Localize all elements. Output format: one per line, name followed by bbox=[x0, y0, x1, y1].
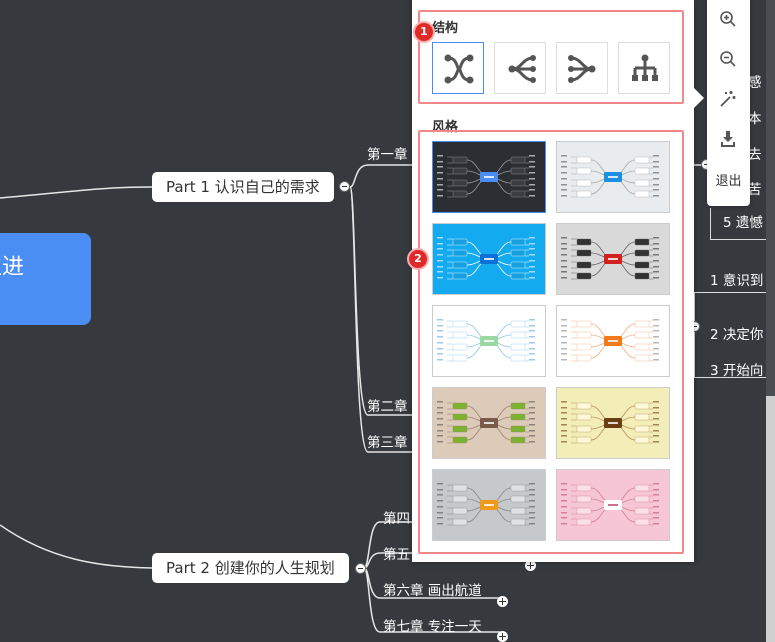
org-chart-structure-icon bbox=[632, 54, 658, 81]
style-theme-preview bbox=[437, 155, 535, 198]
vertical-scroll-track[interactable] bbox=[766, 0, 775, 642]
right-item-1[interactable]: 感 bbox=[748, 75, 762, 91]
zoom-out-icon bbox=[720, 51, 736, 67]
right-item-6[interactable]: 1 意识到 bbox=[710, 273, 764, 289]
chapter-6-expand-button[interactable] bbox=[497, 596, 508, 607]
download-icon bbox=[721, 131, 735, 147]
left-logic-structure-icon bbox=[508, 55, 536, 83]
style-theme-preview bbox=[561, 237, 659, 280]
central-topic-label: 位进 bbox=[0, 255, 25, 280]
part1-collapse-button[interactable] bbox=[339, 181, 350, 192]
zoom-out-button[interactable] bbox=[715, 46, 741, 72]
chapter-6-node[interactable]: 第六章 画出航道 bbox=[383, 583, 482, 599]
zoom-in-icon bbox=[720, 11, 736, 27]
part1-node[interactable]: Part 1 认识自己的需求 bbox=[152, 172, 334, 202]
panel-pointer-arrow bbox=[694, 88, 704, 108]
right-logic-structure-icon bbox=[568, 55, 596, 83]
magic-wand-button[interactable] bbox=[715, 86, 741, 112]
right-item-8[interactable]: 3 开始向 bbox=[710, 363, 764, 379]
download-button[interactable] bbox=[715, 126, 741, 152]
exit-button[interactable]: 退出 bbox=[715, 174, 742, 189]
style-theme-preview bbox=[561, 401, 659, 444]
vertical-scrollbar-thumb[interactable] bbox=[766, 396, 775, 642]
style-theme-1[interactable] bbox=[432, 141, 546, 213]
style-theme-preview bbox=[561, 155, 659, 198]
right-logic-structure-button[interactable] bbox=[556, 42, 608, 94]
mind-map-structure-button[interactable] bbox=[432, 42, 484, 94]
chapter-5-node[interactable]: 第五 bbox=[383, 547, 410, 563]
magic-wand-icon bbox=[720, 91, 736, 107]
style-theme-9[interactable] bbox=[432, 469, 546, 541]
chapter-1-node[interactable]: 第一章 bbox=[367, 147, 408, 163]
right-item-5[interactable]: 5 遗憾 bbox=[710, 208, 770, 240]
central-topic[interactable]: 位进 bbox=[0, 233, 91, 325]
right-toolbar: 退出 bbox=[707, 0, 750, 206]
style-theme-preview bbox=[561, 483, 659, 526]
structure-section-title: 结构 bbox=[432, 21, 459, 36]
style-theme-7[interactable] bbox=[432, 387, 546, 459]
part2-node[interactable]: Part 2 创建你的人生规划 bbox=[152, 553, 349, 583]
right-subgroup bbox=[694, 292, 770, 378]
style-theme-4[interactable] bbox=[556, 223, 670, 295]
structure-style-panel: 结构 1 bbox=[409, 0, 694, 562]
style-theme-10[interactable] bbox=[556, 469, 670, 541]
style-theme-3[interactable] bbox=[432, 223, 546, 295]
chapter-7-node[interactable]: 第七章 专注一天 bbox=[383, 619, 482, 635]
style-theme-8[interactable] bbox=[556, 387, 670, 459]
style-theme-6[interactable] bbox=[556, 305, 670, 377]
right-item-2[interactable]: 本 bbox=[748, 111, 762, 127]
chapter-3-node[interactable]: 第三章 bbox=[367, 435, 408, 451]
style-highlight-box bbox=[418, 130, 684, 554]
right-item-4[interactable]: 苦 bbox=[748, 182, 762, 198]
style-theme-5[interactable] bbox=[432, 305, 546, 377]
style-theme-preview bbox=[437, 401, 535, 444]
style-theme-preview bbox=[437, 319, 535, 362]
step-badge-2: 2 bbox=[409, 250, 427, 268]
style-theme-preview bbox=[437, 483, 535, 526]
part2-collapse-button[interactable] bbox=[355, 563, 366, 574]
style-theme-preview bbox=[561, 319, 659, 362]
chapter-7-expand-button[interactable] bbox=[497, 631, 508, 642]
zoom-in-button[interactable] bbox=[715, 6, 741, 32]
mind-map-structure-icon bbox=[444, 54, 474, 84]
left-logic-structure-button[interactable] bbox=[494, 42, 546, 94]
right-item-7[interactable]: 2 决定你 bbox=[710, 327, 764, 343]
style-theme-preview bbox=[437, 237, 535, 280]
step-badge-1: 1 bbox=[415, 23, 433, 41]
chapter-4-node[interactable]: 第四 bbox=[383, 511, 410, 527]
structure-highlight-box bbox=[418, 10, 684, 104]
style-theme-2[interactable] bbox=[556, 141, 670, 213]
chapter-5-expand-button[interactable] bbox=[525, 560, 536, 571]
org-chart-structure-button[interactable] bbox=[618, 42, 670, 94]
right-item-3[interactable]: 去 bbox=[748, 147, 762, 163]
chapter-2-node[interactable]: 第二章 bbox=[367, 399, 408, 415]
